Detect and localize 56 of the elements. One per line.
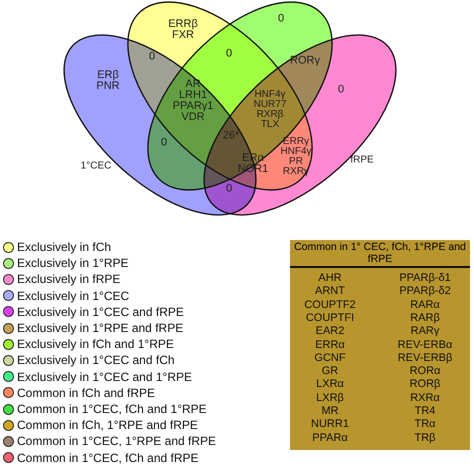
table-cell: PPARβ-δ1	[399, 272, 451, 284]
table-cell: LXRβ	[316, 392, 344, 404]
table-cell: PPARα	[312, 432, 348, 444]
region-label: 26*	[222, 130, 240, 142]
table-cell: TR4	[414, 405, 436, 417]
legend-label: Common in 1°CEC, fCh and 1°RPE	[17, 402, 207, 416]
legend-label: Exclusively in 1°RPE and fRPE	[17, 321, 184, 335]
table-cell: ERRα	[315, 338, 345, 350]
region-label: 0	[160, 138, 168, 148]
table-cell: RORβ	[410, 378, 440, 390]
table-cell: REV-ERBα	[398, 338, 452, 350]
table-cell: RARα	[410, 298, 440, 311]
legend-label: Exclusively in 1°CEC and fRPE	[17, 304, 184, 319]
legend-label: Exclusively in fCh and 1°RPE	[17, 337, 174, 352]
region-label: ERβ PNR	[96, 70, 120, 92]
table-header: Common in 1° CEC, fCh, 1°RPE and fRPE	[290, 240, 470, 268]
table-cell: RARγ	[410, 325, 440, 338]
legend-label: Exclusively in 1°CEC and 1°RPE	[17, 370, 192, 384]
table-cell: GCNF	[314, 352, 346, 364]
legend-label: Exclusively in fCh	[17, 240, 112, 254]
legend-label: Common in fCh, 1°RPE and fRPE	[17, 418, 198, 432]
table-cell: ARNT	[315, 285, 345, 298]
region-label: 0	[338, 84, 344, 96]
table-cell: TRβ	[414, 432, 436, 444]
region-label: ERα NOR1	[238, 153, 268, 175]
legend-label: Exclusively in fRPE	[17, 272, 120, 286]
region-label: AR LRH1 PPARγ1 VDR	[172, 79, 214, 123]
table-cell: LXRα	[316, 378, 344, 390]
table-cell: COUPTFI	[306, 312, 354, 324]
region-label: 0	[148, 52, 156, 62]
table-cell: AHR	[318, 272, 342, 284]
legend-label: Exclusively in 1°RPE	[17, 256, 129, 270]
table-cell: TRα	[414, 418, 436, 430]
table-cell: GR	[322, 365, 338, 378]
region-label: 0	[226, 184, 232, 194]
table-cell: EAR2	[316, 325, 344, 338]
set-label: 1°CEC	[80, 160, 112, 172]
legend-label: Common in fCh and fRPE	[17, 386, 156, 400]
table-cell: RORα	[410, 365, 440, 378]
region-label: HNF4γ NUR77 RXRβ TLX	[254, 90, 286, 130]
region-label: RORγ	[290, 56, 320, 66]
region-label: 0	[226, 48, 232, 60]
legend-label: Common in 1°CEC, fCh and fRPE	[17, 450, 199, 465]
table-cell: NURR1	[311, 418, 349, 430]
table-cell: RARβ	[410, 312, 440, 324]
legend-label: Exclusively in 1°CEC	[17, 288, 130, 303]
table-cell: COUPTF2	[304, 298, 356, 311]
set-label: fRPE	[350, 154, 374, 166]
region-label: ERRβ FXR	[168, 19, 198, 41]
table-cell: REV-ERBβ	[398, 352, 452, 364]
legend-label: Exclusively in 1°CEC and fCh	[17, 353, 175, 368]
region-label: 0	[278, 14, 284, 24]
table-cell: PPARβ-δ2	[399, 285, 451, 298]
table-cell: RXRα	[410, 392, 440, 404]
table-cell: MR	[321, 405, 339, 417]
legend-label: Common in 1°CEC, 1°RPE and fRPE	[17, 434, 216, 448]
